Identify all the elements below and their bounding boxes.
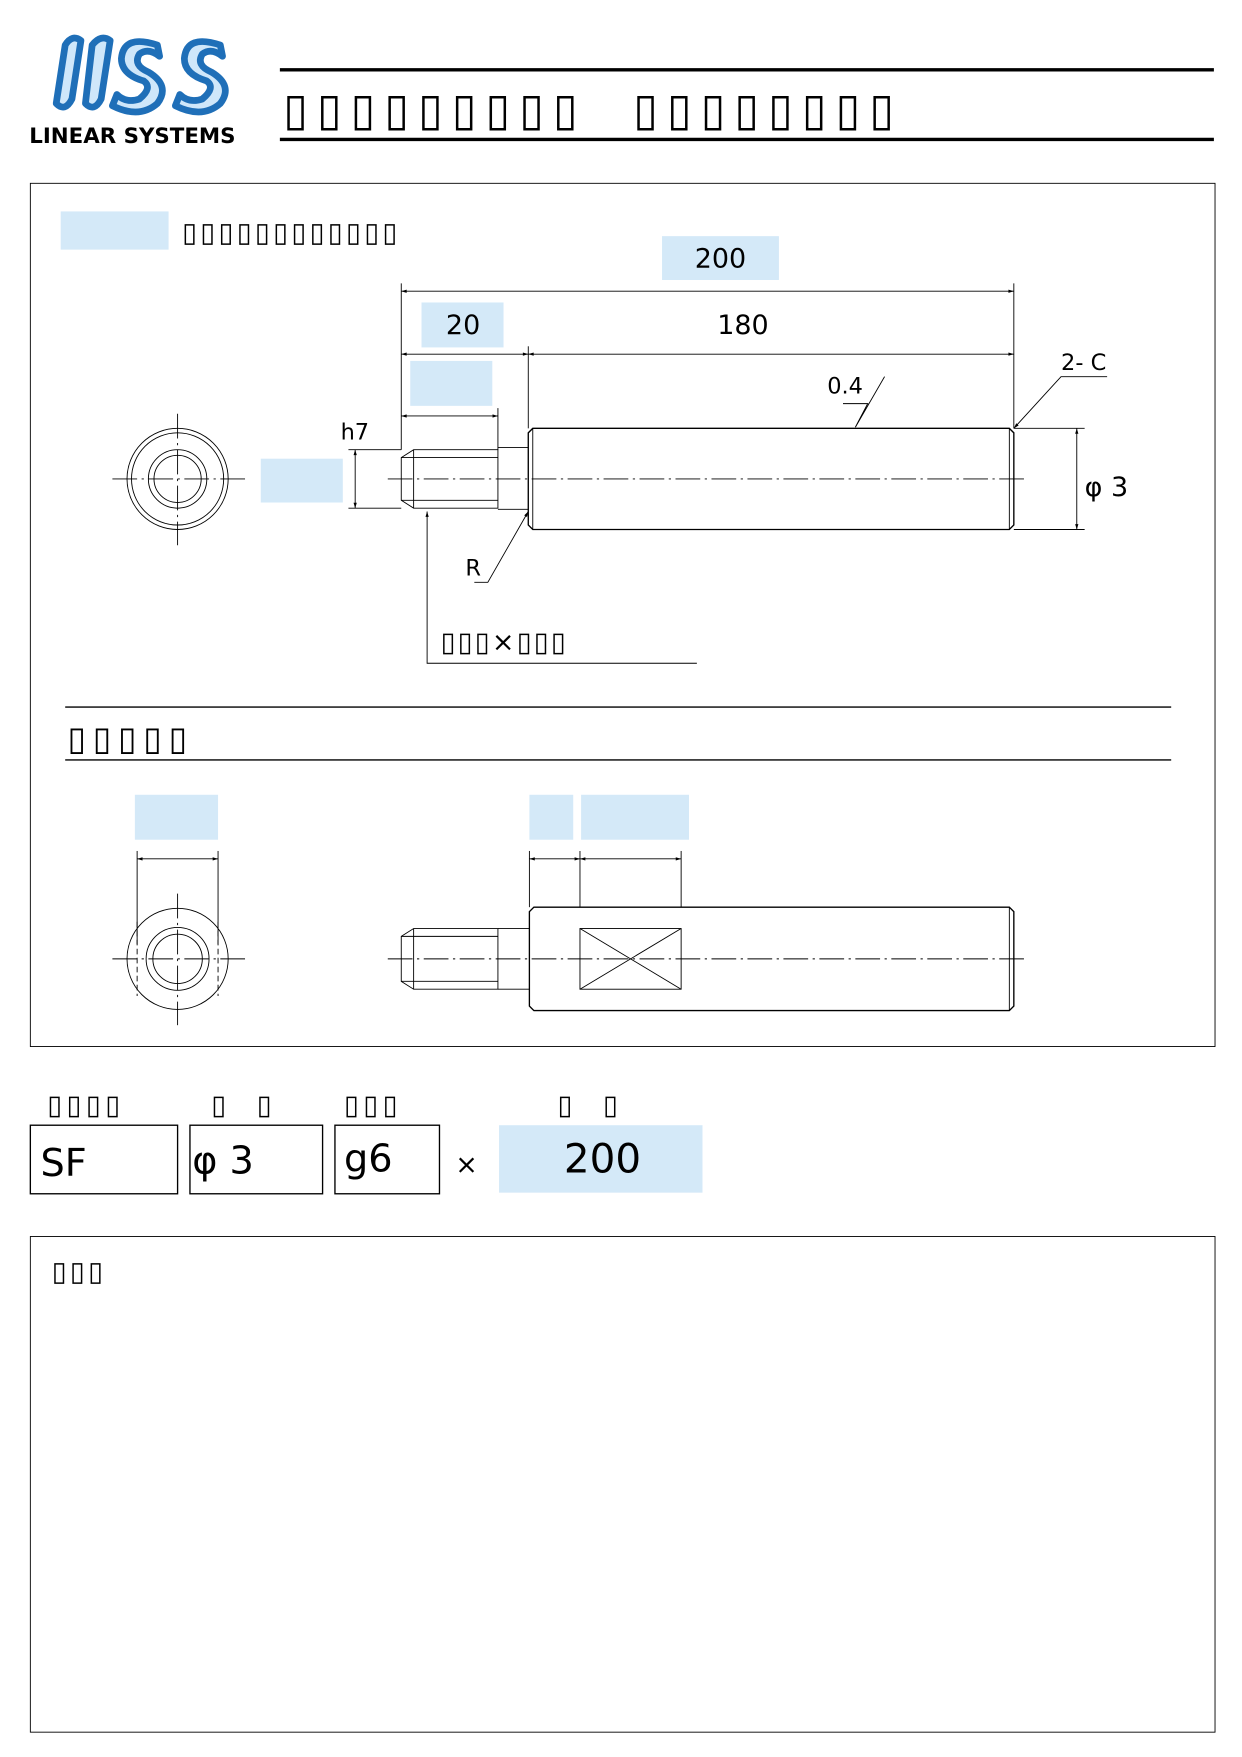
fit-tolerance: h7 bbox=[341, 420, 370, 446]
chamfer-note: 2- C bbox=[1061, 350, 1106, 376]
end-view bbox=[112, 413, 246, 546]
tolerance-field[interactable] bbox=[334, 1124, 441, 1195]
diameter-field[interactable] bbox=[189, 1124, 324, 1195]
series-field[interactable] bbox=[29, 1124, 179, 1195]
section-side-view bbox=[387, 906, 1029, 1012]
series-value: SF bbox=[40, 1142, 86, 1186]
label-series: ▯▯▯▯ bbox=[47, 1090, 124, 1121]
logo-company-name: LINEAR SYSTEMS bbox=[29, 124, 235, 149]
drawing-subtitle: ▯▯▯▯▯▯▯▯▯▯▯▯ bbox=[182, 218, 401, 249]
length-value: 200 bbox=[564, 1134, 641, 1182]
diameter-value: φ 3 bbox=[192, 1140, 254, 1184]
dim-thread-length: 20 bbox=[446, 310, 480, 341]
label-length: ▯ ▯ bbox=[557, 1090, 622, 1121]
label-tolerance: ▯▯▯ bbox=[344, 1090, 402, 1121]
thread-length-field[interactable] bbox=[421, 302, 504, 348]
flat-length-field[interactable] bbox=[581, 794, 690, 840]
shaft-side-view bbox=[387, 427, 1029, 531]
tolerance-value: g6 bbox=[344, 1137, 393, 1181]
notes-box[interactable] bbox=[29, 1236, 1216, 1733]
dim-body-length: 180 bbox=[717, 310, 768, 341]
length-field[interactable] bbox=[499, 1125, 703, 1193]
section-title: ▯▯▯▯▯ bbox=[67, 719, 193, 758]
notes-label: ▯▯▯ bbox=[52, 1256, 107, 1287]
flat-position-field[interactable] bbox=[529, 794, 574, 840]
thread-spec: ▯▯▯×▯▯▯ bbox=[441, 627, 568, 658]
total-length-field[interactable] bbox=[662, 236, 779, 280]
dim-total-length: 200 bbox=[695, 244, 746, 275]
roughness-symbol-icon bbox=[842, 376, 885, 428]
code-field[interactable] bbox=[60, 211, 169, 250]
page-title: ▯▯▯▯▯▯▯▯▯ ▯▯▯▯▯▯▯▯ bbox=[283, 83, 903, 136]
thread-effective-length-field[interactable] bbox=[410, 360, 493, 406]
thread-diameter-field[interactable] bbox=[260, 458, 343, 503]
flat-width-field[interactable] bbox=[134, 794, 219, 840]
times-sign: × bbox=[455, 1150, 478, 1181]
surface-roughness: 0.4 bbox=[827, 374, 863, 400]
section-end-view bbox=[112, 893, 246, 1026]
shaft-diameter: φ 3 bbox=[1085, 472, 1129, 503]
company-logo: LINEAR SYSTEMS bbox=[29, 34, 236, 149]
label-diameter: ▯ ▯ bbox=[211, 1090, 276, 1121]
drawing-frame bbox=[29, 182, 1216, 1047]
fillet-note: R bbox=[465, 556, 481, 582]
